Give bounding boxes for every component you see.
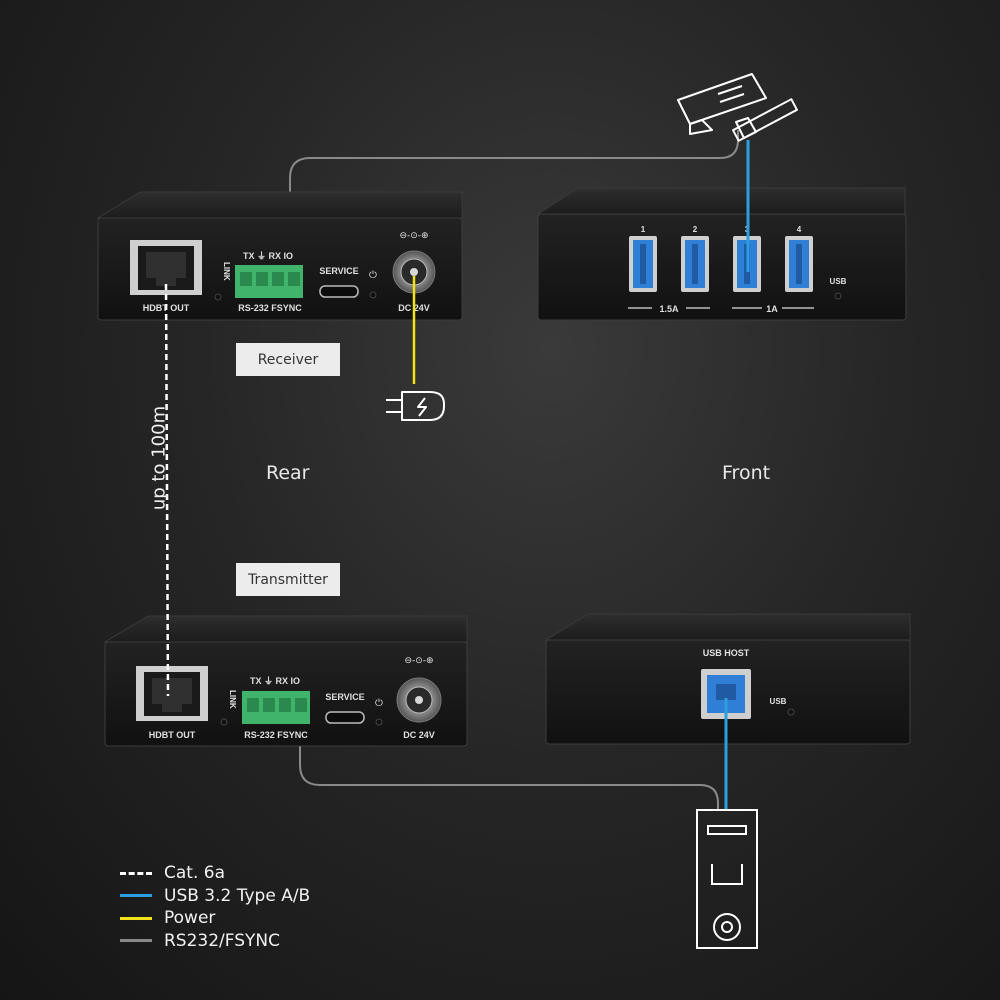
legend-label-power: Power (164, 908, 216, 929)
port-number-4: 4 (797, 225, 802, 234)
cat6a-cable (164, 283, 170, 697)
terminal-bottom-label-transmitter: RS-232 FSYNC (244, 730, 308, 740)
power-led-receiver (369, 291, 377, 299)
terminal-block-receiver[interactable] (235, 265, 303, 298)
terminal-block-transmitter[interactable] (242, 691, 310, 724)
legend-swatch-power (120, 916, 152, 920)
usb-label-receiver-front: USB (830, 277, 847, 286)
power-symbol-transmitter: ⏻ (375, 698, 383, 709)
legend-item-cat6a: Cat. 6a (120, 862, 310, 885)
link-label-receiver: LINK (222, 262, 231, 281)
power-led-transmitter (375, 718, 383, 726)
current-label-1-5a: 1.5A (659, 304, 679, 314)
link-label-transmitter: LINK (228, 690, 237, 709)
usb-label-transmitter-front: USB (770, 697, 787, 706)
usb-led-transmitter-front (787, 708, 795, 716)
legend-label-rs232: RS232/FSYNC (164, 930, 281, 951)
legend-swatch-cat6a (120, 871, 152, 875)
terminal-bottom-label-receiver: RS-232 FSYNC (238, 303, 302, 313)
rs232-cable-receiver (289, 130, 739, 268)
usb-led-receiver-front (834, 292, 842, 300)
transmitter-rear-unit: HDBT OUT LINK TX ⏚ RX IO RS-232 FSYNC SE… (103, 615, 468, 747)
usb-a-port-1[interactable] (629, 236, 657, 292)
hdbt-out-label-transmitter: HDBT OUT (149, 730, 196, 740)
terminal-top-label-receiver: TX ⏚ RX IO (243, 251, 293, 261)
usb-a-port-4[interactable] (785, 236, 813, 292)
receiver-tag: Receiver (236, 343, 340, 376)
service-label-transmitter: SERVICE (325, 692, 364, 702)
legend-swatch-usb (120, 894, 152, 898)
usb-c-service-port-receiver[interactable] (319, 285, 359, 298)
dc-polarity-symbol-receiver: ⊖-⊙-⊕ (399, 231, 428, 241)
power-symbol-receiver: ⏻ (369, 270, 377, 281)
front-label: Front (722, 462, 771, 484)
legend-item-power: Power (120, 907, 310, 930)
port-number-1: 1 (641, 225, 646, 234)
computer-tower-icon (696, 809, 758, 949)
service-label-receiver: SERVICE (319, 266, 358, 276)
usb-host-label: USB HOST (703, 648, 750, 658)
transmitter-front-unit: USB HOST USB (544, 613, 911, 745)
link-led-receiver (214, 293, 222, 301)
legend-item-usb: USB 3.2 Type A/B (120, 885, 310, 908)
transmitter-tag: Transmitter (236, 563, 340, 596)
usb-a-port-2[interactable] (681, 236, 709, 292)
legend: Cat. 6a USB 3.2 Type A/B Power RS232/FSY… (120, 862, 310, 952)
link-led-transmitter (220, 718, 228, 726)
security-camera-icon (677, 73, 798, 142)
power-plug-icon (386, 391, 445, 421)
dc-24v-label-transmitter: DC 24V (403, 730, 435, 740)
receiver-front-unit: 1 2 3 4 1.5A 1A USB (536, 187, 907, 321)
legend-label-cat6a: Cat. 6a (164, 863, 225, 884)
current-label-1a: 1A (766, 304, 778, 314)
rs232-cable-transmitter (299, 720, 719, 810)
port-number-2: 2 (693, 225, 698, 234)
dc-power-jack-transmitter[interactable] (396, 677, 442, 723)
receiver-rear-unit: HDBT OUT LINK TX ⏚ RX IO RS-232 FSYNC SE… (96, 191, 463, 321)
rear-label: Rear (266, 462, 310, 484)
distance-label: up to 100m (148, 405, 170, 511)
usb-c-service-port-transmitter[interactable] (325, 711, 365, 724)
dc-polarity-symbol-transmitter: ⊖-⊙-⊕ (404, 656, 433, 666)
terminal-top-label-transmitter: TX ⏚ RX IO (250, 676, 300, 686)
legend-swatch-rs232 (120, 939, 152, 943)
legend-item-rs232: RS232/FSYNC (120, 930, 310, 953)
hdbt-port-receiver[interactable] (130, 240, 202, 295)
legend-label-usb: USB 3.2 Type A/B (164, 885, 311, 906)
hdbt-port-transmitter[interactable] (136, 666, 208, 721)
